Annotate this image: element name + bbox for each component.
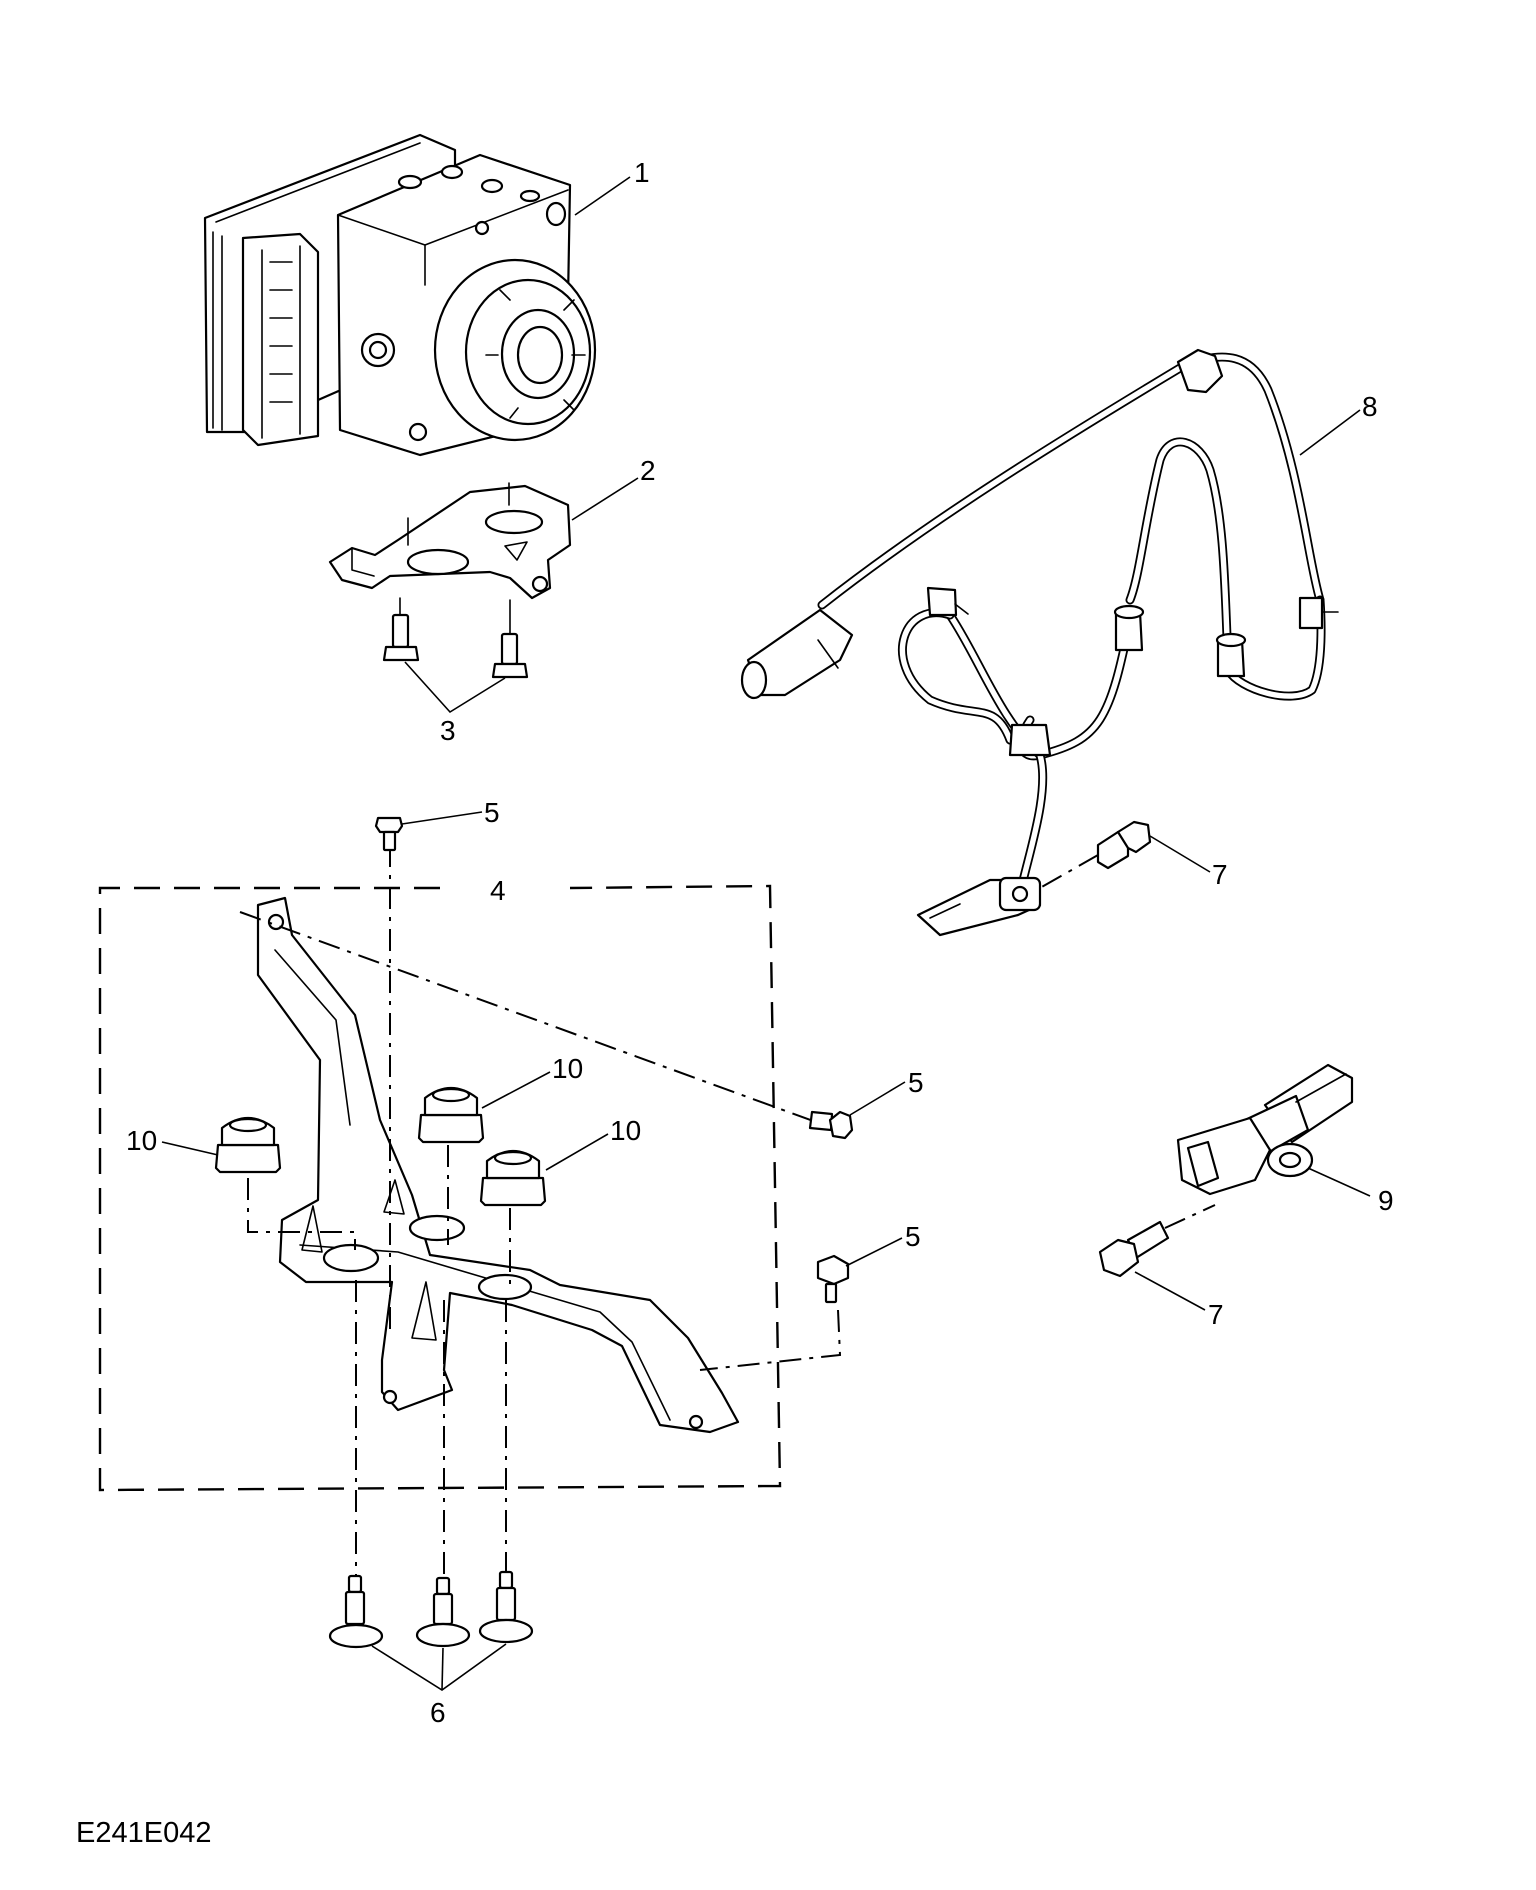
- callout-7a: 7: [1212, 859, 1228, 890]
- drawing-id: E241E042: [76, 1817, 211, 1849]
- callout-5b: 5: [908, 1067, 924, 1098]
- callout-2: 2: [640, 455, 656, 486]
- callout-3: 3: [440, 715, 456, 746]
- callout-10a: 10: [126, 1125, 157, 1156]
- hydraulic-control-unit: [203, 133, 597, 457]
- leader-5b: [849, 1081, 906, 1116]
- stud-left: [328, 1574, 384, 1649]
- callout-4: 4: [490, 875, 506, 906]
- isolator-right: [479, 1149, 547, 1207]
- leader-3: [404, 661, 506, 714]
- callout-1: 1: [634, 157, 650, 188]
- callout-7b: 7: [1208, 1299, 1224, 1330]
- stud-center: [415, 1576, 471, 1648]
- leader-9: [1307, 1167, 1371, 1197]
- callout-10c: 10: [610, 1115, 641, 1146]
- leader-1: [574, 176, 631, 216]
- callout-5a: 5: [484, 797, 500, 828]
- callout-6: 6: [430, 1697, 446, 1728]
- bolt-5-top: [374, 816, 404, 852]
- wheel-speed-sensor: [1176, 1063, 1354, 1196]
- wheel-speed-sensor-harness: [740, 348, 1339, 937]
- leader-10c: [545, 1133, 609, 1171]
- leader-10a: [161, 1141, 219, 1156]
- isolator-left: [214, 1116, 282, 1174]
- bracket-assembly-boundary: [98, 884, 782, 1492]
- sensor-bolt-lower: [1098, 1204, 1216, 1278]
- leader-7b: [1134, 1271, 1206, 1311]
- leader-6-mid: [441, 1647, 444, 1691]
- callout-8: 8: [1362, 391, 1378, 422]
- callout-9: 9: [1378, 1185, 1394, 1216]
- bracket-bolts: [382, 597, 529, 679]
- leader-7a: [1149, 835, 1211, 873]
- main-bracket: [256, 896, 740, 1434]
- leader-10b: [481, 1071, 551, 1109]
- bolt-5-lower: [816, 1254, 850, 1304]
- sensor-bolt-upper: [1039, 820, 1152, 889]
- alignment-lines: [239, 845, 842, 1585]
- bolt-5-middle: [808, 1110, 854, 1140]
- callout-5c: 5: [905, 1221, 921, 1252]
- leader-5a: [401, 811, 483, 825]
- leader-5c: [845, 1237, 903, 1267]
- stud-right: [478, 1570, 534, 1644]
- leader-8: [1299, 409, 1361, 456]
- leader-6: [371, 1643, 507, 1691]
- leader-2: [571, 477, 639, 521]
- callout-10b: 10: [552, 1053, 583, 1084]
- isolator-center: [417, 1086, 485, 1144]
- hcu-mounting-bracket: [328, 482, 572, 600]
